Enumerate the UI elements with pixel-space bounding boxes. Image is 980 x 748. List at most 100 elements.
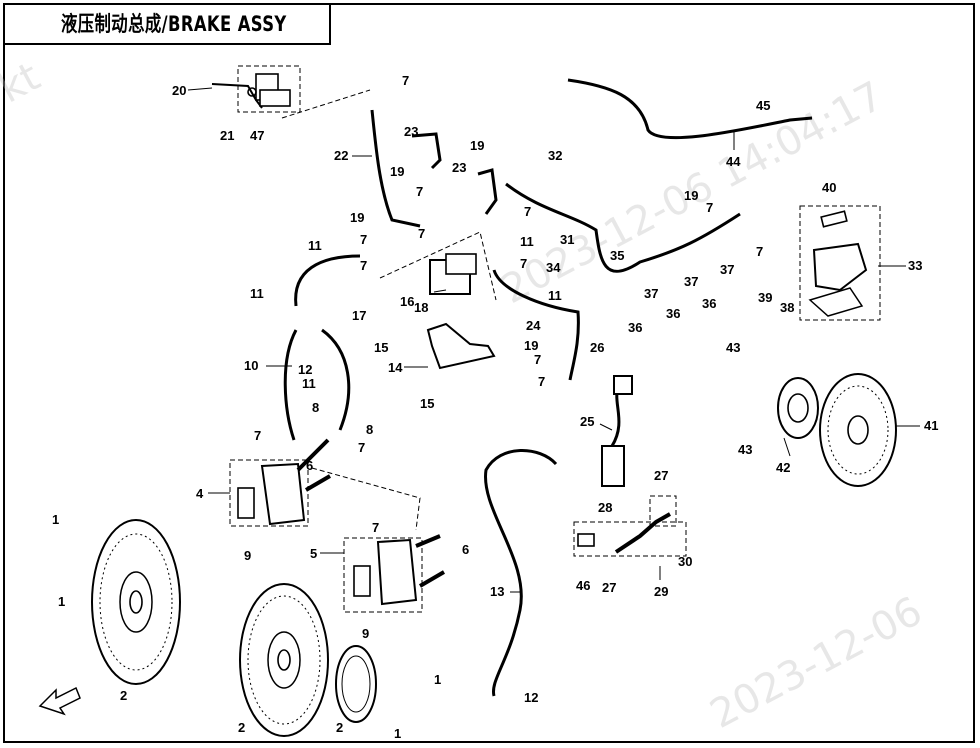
callout-19b: 19 [470, 138, 484, 153]
callout-11b: 11 [520, 234, 534, 249]
callout-7i: 7 [756, 244, 763, 259]
callout-22: 22 [334, 148, 348, 163]
callout-17: 17 [352, 308, 366, 323]
callout-2c: 2 [336, 720, 343, 735]
callout-11e: 11 [302, 376, 316, 391]
front-master-cylinder [211, 65, 301, 113]
callout-13: 13 [490, 584, 504, 599]
callout-43b: 43 [738, 442, 752, 457]
callout-7l: 7 [254, 428, 261, 443]
callout-12b: 12 [524, 690, 538, 705]
callout-7j: 7 [534, 352, 541, 367]
callout-46: 46 [576, 578, 590, 593]
callout-36b: 36 [666, 306, 680, 321]
callout-15a: 15 [374, 340, 388, 355]
callout-37c: 37 [644, 286, 658, 301]
callout-40: 40 [822, 180, 836, 195]
callout-29: 29 [654, 584, 668, 599]
front-right-caliper [353, 534, 446, 606]
callout-39: 39 [758, 290, 772, 305]
callout-7b: 7 [416, 184, 423, 199]
callout-19a: 19 [390, 164, 404, 179]
diagram-frame [3, 3, 975, 743]
callout-4: 4 [196, 486, 204, 501]
callout-6a: 6 [306, 458, 313, 473]
callout-19d: 19 [684, 188, 698, 203]
callout-1c: 1 [434, 672, 441, 687]
callout-26: 26 [590, 340, 604, 355]
disc-carrier [777, 377, 819, 439]
callout-15b: 15 [420, 396, 434, 411]
callout-7c: 7 [524, 204, 531, 219]
callout-33: 33 [908, 258, 922, 273]
callout-7a: 7 [402, 73, 409, 88]
callout-35: 35 [610, 248, 624, 263]
callout-11a: 11 [308, 238, 322, 253]
callout-14: 14 [388, 360, 403, 375]
callout-2b: 2 [238, 720, 245, 735]
callout-7e: 7 [360, 232, 367, 247]
callout-7m: 7 [358, 440, 365, 455]
callout-1a: 1 [52, 512, 59, 527]
callout-20: 20 [172, 83, 186, 98]
page-title: 液压制动总成/BRAKE ASSY [61, 12, 287, 36]
callout-23a: 23 [404, 124, 418, 139]
callout-7k: 7 [538, 374, 545, 389]
callout-5: 5 [310, 546, 317, 561]
callout-31: 31 [560, 232, 574, 247]
direction-arrow-icon [38, 686, 81, 716]
callout-37b: 37 [684, 274, 698, 289]
rear-caliper [808, 210, 868, 317]
callout-16: 16 [400, 294, 414, 309]
callout-6b: 6 [462, 542, 469, 557]
callout-2a: 2 [120, 688, 127, 703]
callout-1b: 1 [58, 594, 65, 609]
callout-18: 18 [414, 300, 428, 315]
callout-28: 28 [598, 500, 612, 515]
callout-labels: 20 21 47 7 22 19 23 19 23 32 7 7 7 19 7 … [52, 73, 938, 741]
callout-45: 45 [756, 98, 770, 113]
front-left-caliper [237, 438, 332, 526]
callout-21: 21 [220, 128, 234, 143]
callout-47: 47 [250, 128, 264, 143]
callout-34: 34 [546, 260, 561, 275]
callout-1d: 1 [394, 726, 401, 741]
callout-27b: 27 [602, 580, 616, 595]
callout-27a: 27 [654, 468, 668, 483]
callout-36c: 36 [628, 320, 642, 335]
abs-unit [426, 253, 496, 370]
callout-12a: 12 [298, 362, 312, 377]
callout-7n: 7 [372, 520, 379, 535]
front-disc-left [91, 519, 181, 685]
callout-44: 44 [726, 154, 741, 169]
callout-42: 42 [776, 460, 790, 475]
callout-11c: 11 [250, 286, 264, 301]
callout-7h: 7 [706, 200, 713, 215]
callout-9b: 9 [362, 626, 369, 641]
callout-41: 41 [924, 418, 938, 433]
callout-7f: 7 [360, 258, 367, 273]
callout-43a: 43 [726, 340, 740, 355]
callout-11d: 11 [548, 288, 562, 303]
callout-38: 38 [780, 300, 794, 315]
callout-8a: 8 [312, 400, 319, 415]
callout-36a: 36 [702, 296, 716, 311]
callout-32: 32 [548, 148, 562, 163]
callout-19e: 19 [524, 338, 538, 353]
callout-10: 10 [244, 358, 258, 373]
callout-8b: 8 [366, 422, 373, 437]
callout-23b: 23 [452, 160, 466, 175]
callout-37a: 37 [720, 262, 734, 277]
abs-ring [335, 645, 377, 723]
callout-9a: 9 [244, 548, 251, 563]
rear-disc [819, 373, 897, 487]
callout-7d: 7 [418, 226, 425, 241]
front-disc-right [239, 583, 329, 737]
callout-25: 25 [580, 414, 594, 429]
callout-7g: 7 [520, 256, 527, 271]
title-box: 液压制动总成/BRAKE ASSY [3, 3, 331, 45]
callout-30: 30 [678, 554, 692, 569]
callout-19c: 19 [350, 210, 364, 225]
